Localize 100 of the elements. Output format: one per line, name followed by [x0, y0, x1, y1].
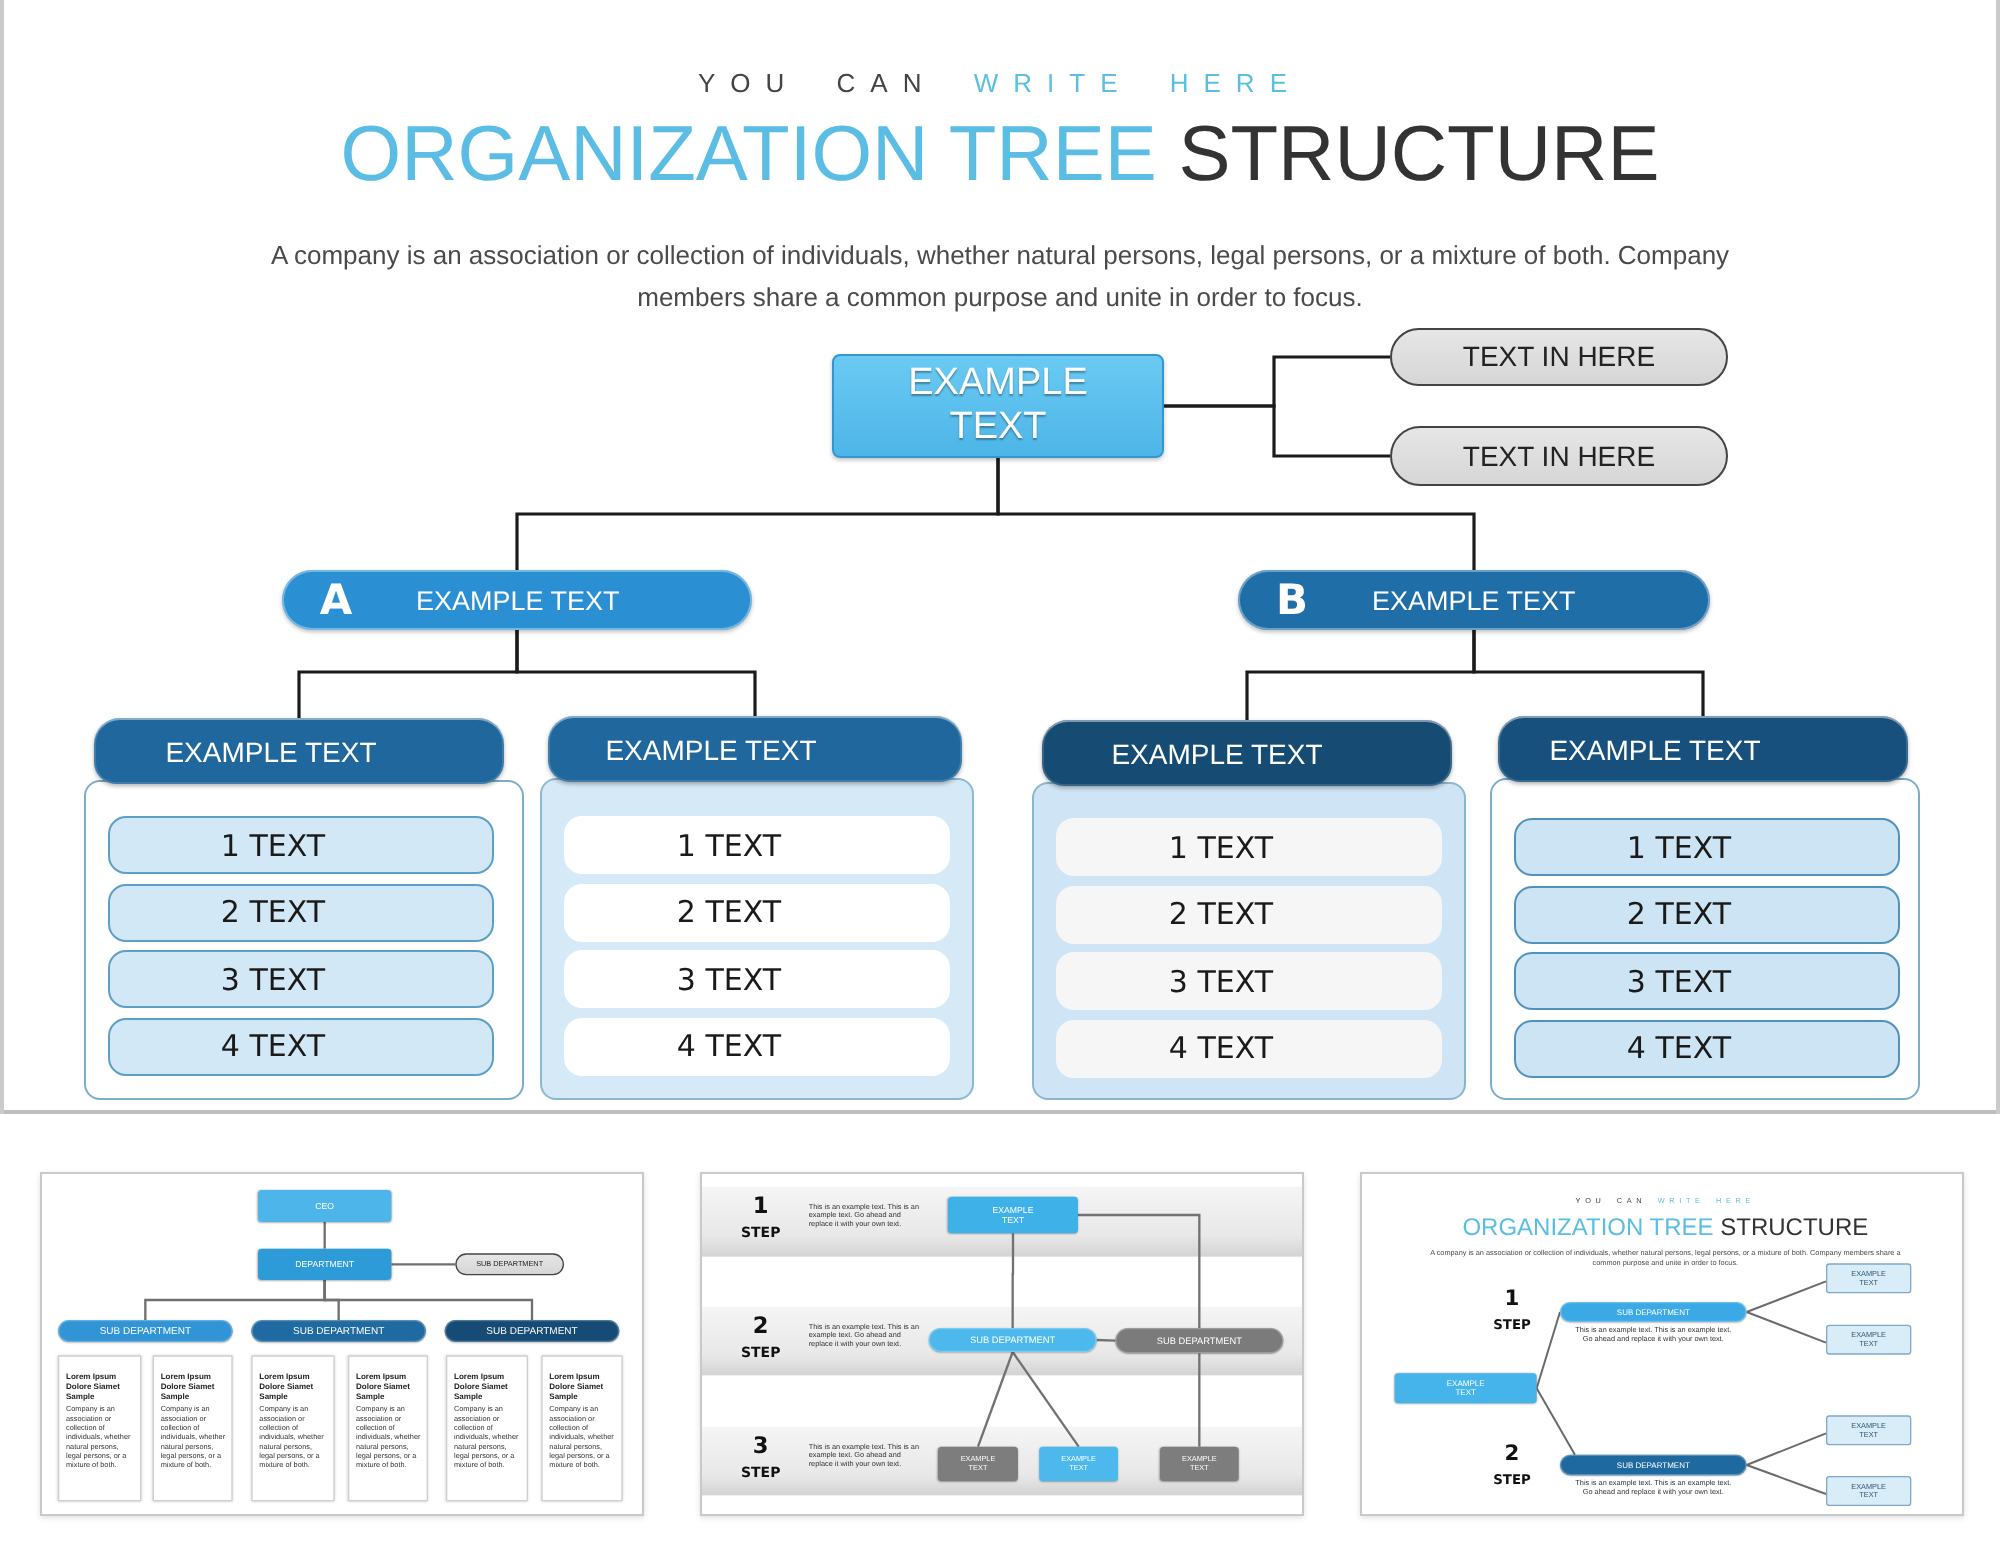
connector-line	[1745, 1311, 1827, 1344]
header-label: EXAMPLE TEXT	[165, 735, 377, 767]
list-row	[1514, 885, 1900, 943]
section-pill	[282, 570, 752, 630]
row-label: 3 TEXT	[676, 961, 782, 997]
list-row	[564, 950, 950, 1008]
list-row	[1056, 1019, 1442, 1077]
list-row	[564, 1017, 950, 1075]
subtitle: YOU CAN WRITE HERE	[695, 68, 1304, 100]
list-row	[1056, 885, 1442, 943]
row-label: 1 TEXT	[220, 827, 326, 863]
list-row	[1514, 818, 1900, 876]
column-panel	[1490, 778, 1920, 1100]
step-number: 1	[750, 1194, 771, 1218]
row-label: 4 TEXT	[220, 1028, 326, 1064]
list-row	[564, 816, 950, 874]
row-label: 1 TEXT	[1168, 829, 1274, 865]
note-pill	[1390, 426, 1728, 486]
department-pill	[1115, 1328, 1284, 1354]
box-label: EXAMPLE TEXT	[906, 362, 1090, 450]
header-label: EXAMPLE TEXT	[1549, 733, 1761, 765]
department-pill	[1560, 1454, 1747, 1476]
connector-line	[976, 1351, 1014, 1448]
text-card	[446, 1355, 528, 1502]
step-number: 3	[750, 1434, 771, 1458]
row-label: 3 TEXT	[1626, 963, 1732, 999]
row-label: 4 TEXT	[1626, 1030, 1732, 1066]
intro-text: A company is an association or collection of individuals, whether natural persons, legal persons, or a mixture of both. Company members share a common purpose and unite in order to focus.	[268, 238, 1732, 316]
org-box	[1039, 1446, 1118, 1482]
row-label: 2 TEXT	[1168, 896, 1274, 932]
department-pill	[251, 1320, 426, 1342]
connector-line	[1745, 1432, 1827, 1466]
step-number: 1	[1502, 1287, 1522, 1309]
connector-line	[1011, 1351, 1080, 1448]
department-pill	[58, 1320, 233, 1342]
step-band	[702, 1426, 1302, 1496]
row-label: 4 TEXT	[676, 1028, 782, 1064]
org-box	[1826, 1263, 1912, 1294]
page-title: ORGANIZATION TREE STRUCTURE	[338, 114, 1662, 200]
box-label: TEXT IN HERE	[1462, 340, 1656, 374]
connector-line	[391, 1263, 456, 1266]
note-pill	[1390, 328, 1728, 386]
list-row	[1056, 818, 1442, 876]
list-row	[108, 883, 494, 941]
column-header	[1498, 716, 1908, 782]
row-label: 2 TEXT	[676, 894, 782, 930]
section-letter: B	[1274, 579, 1310, 621]
list-row	[108, 1017, 494, 1075]
header-label: EXAMPLE TEXT	[605, 733, 817, 765]
list-row	[108, 816, 494, 874]
text-card	[348, 1355, 428, 1502]
connector-line	[1535, 1387, 1576, 1456]
step-band	[702, 1186, 1302, 1257]
connector-line	[1096, 1338, 1116, 1342]
section-letter: A	[318, 579, 354, 621]
row-label: 4 TEXT	[1168, 1030, 1274, 1066]
column-header	[94, 718, 504, 784]
department-pill	[1560, 1302, 1747, 1322]
connector-line	[1745, 1464, 1827, 1495]
page-title: ORGANIZATION TREE STRUCTURE	[1460, 1214, 1871, 1241]
connector-line	[1535, 1311, 1561, 1390]
org-box	[258, 1190, 392, 1222]
org-box	[1394, 1373, 1537, 1404]
text-card	[251, 1355, 335, 1502]
text-card	[58, 1355, 142, 1502]
row-label: 2 TEXT	[220, 894, 326, 930]
row-label: 3 TEXT	[1168, 963, 1274, 999]
row-label: 1 TEXT	[676, 827, 782, 863]
column-panel	[1032, 782, 1466, 1100]
step-band	[702, 1306, 1302, 1376]
column-header	[1042, 720, 1452, 786]
list-row	[1514, 952, 1900, 1010]
list-row	[1056, 952, 1442, 1010]
connector-line	[1472, 630, 1705, 716]
header-label: EXAMPLE TEXT	[1111, 737, 1323, 769]
row-label: 2 TEXT	[1626, 896, 1732, 932]
step-number: 2	[750, 1314, 771, 1338]
list-row	[1514, 1019, 1900, 1077]
org-box	[1160, 1446, 1239, 1482]
section-title: EXAMPLE TEXT	[416, 585, 620, 615]
department-pill	[444, 1320, 620, 1342]
org-box	[1826, 1476, 1912, 1506]
column-panel	[540, 778, 974, 1100]
connector-line	[323, 1280, 534, 1320]
list-row	[564, 883, 950, 941]
connector-line	[1011, 1233, 1015, 1328]
column-panel	[84, 780, 524, 1100]
org-box	[1826, 1415, 1912, 1446]
connector-line	[1198, 1353, 1201, 1447]
note-pill	[455, 1253, 564, 1276]
column-header	[548, 716, 962, 782]
connector-line	[323, 1222, 326, 1249]
row-label: 1 TEXT	[1626, 829, 1732, 865]
org-box	[938, 1446, 1018, 1482]
org-box	[1826, 1324, 1912, 1355]
connector-line	[515, 630, 757, 716]
section-pill	[1238, 570, 1710, 630]
connector-line	[1745, 1280, 1827, 1313]
connector-line	[1164, 404, 1390, 458]
org-box	[948, 1196, 1078, 1234]
